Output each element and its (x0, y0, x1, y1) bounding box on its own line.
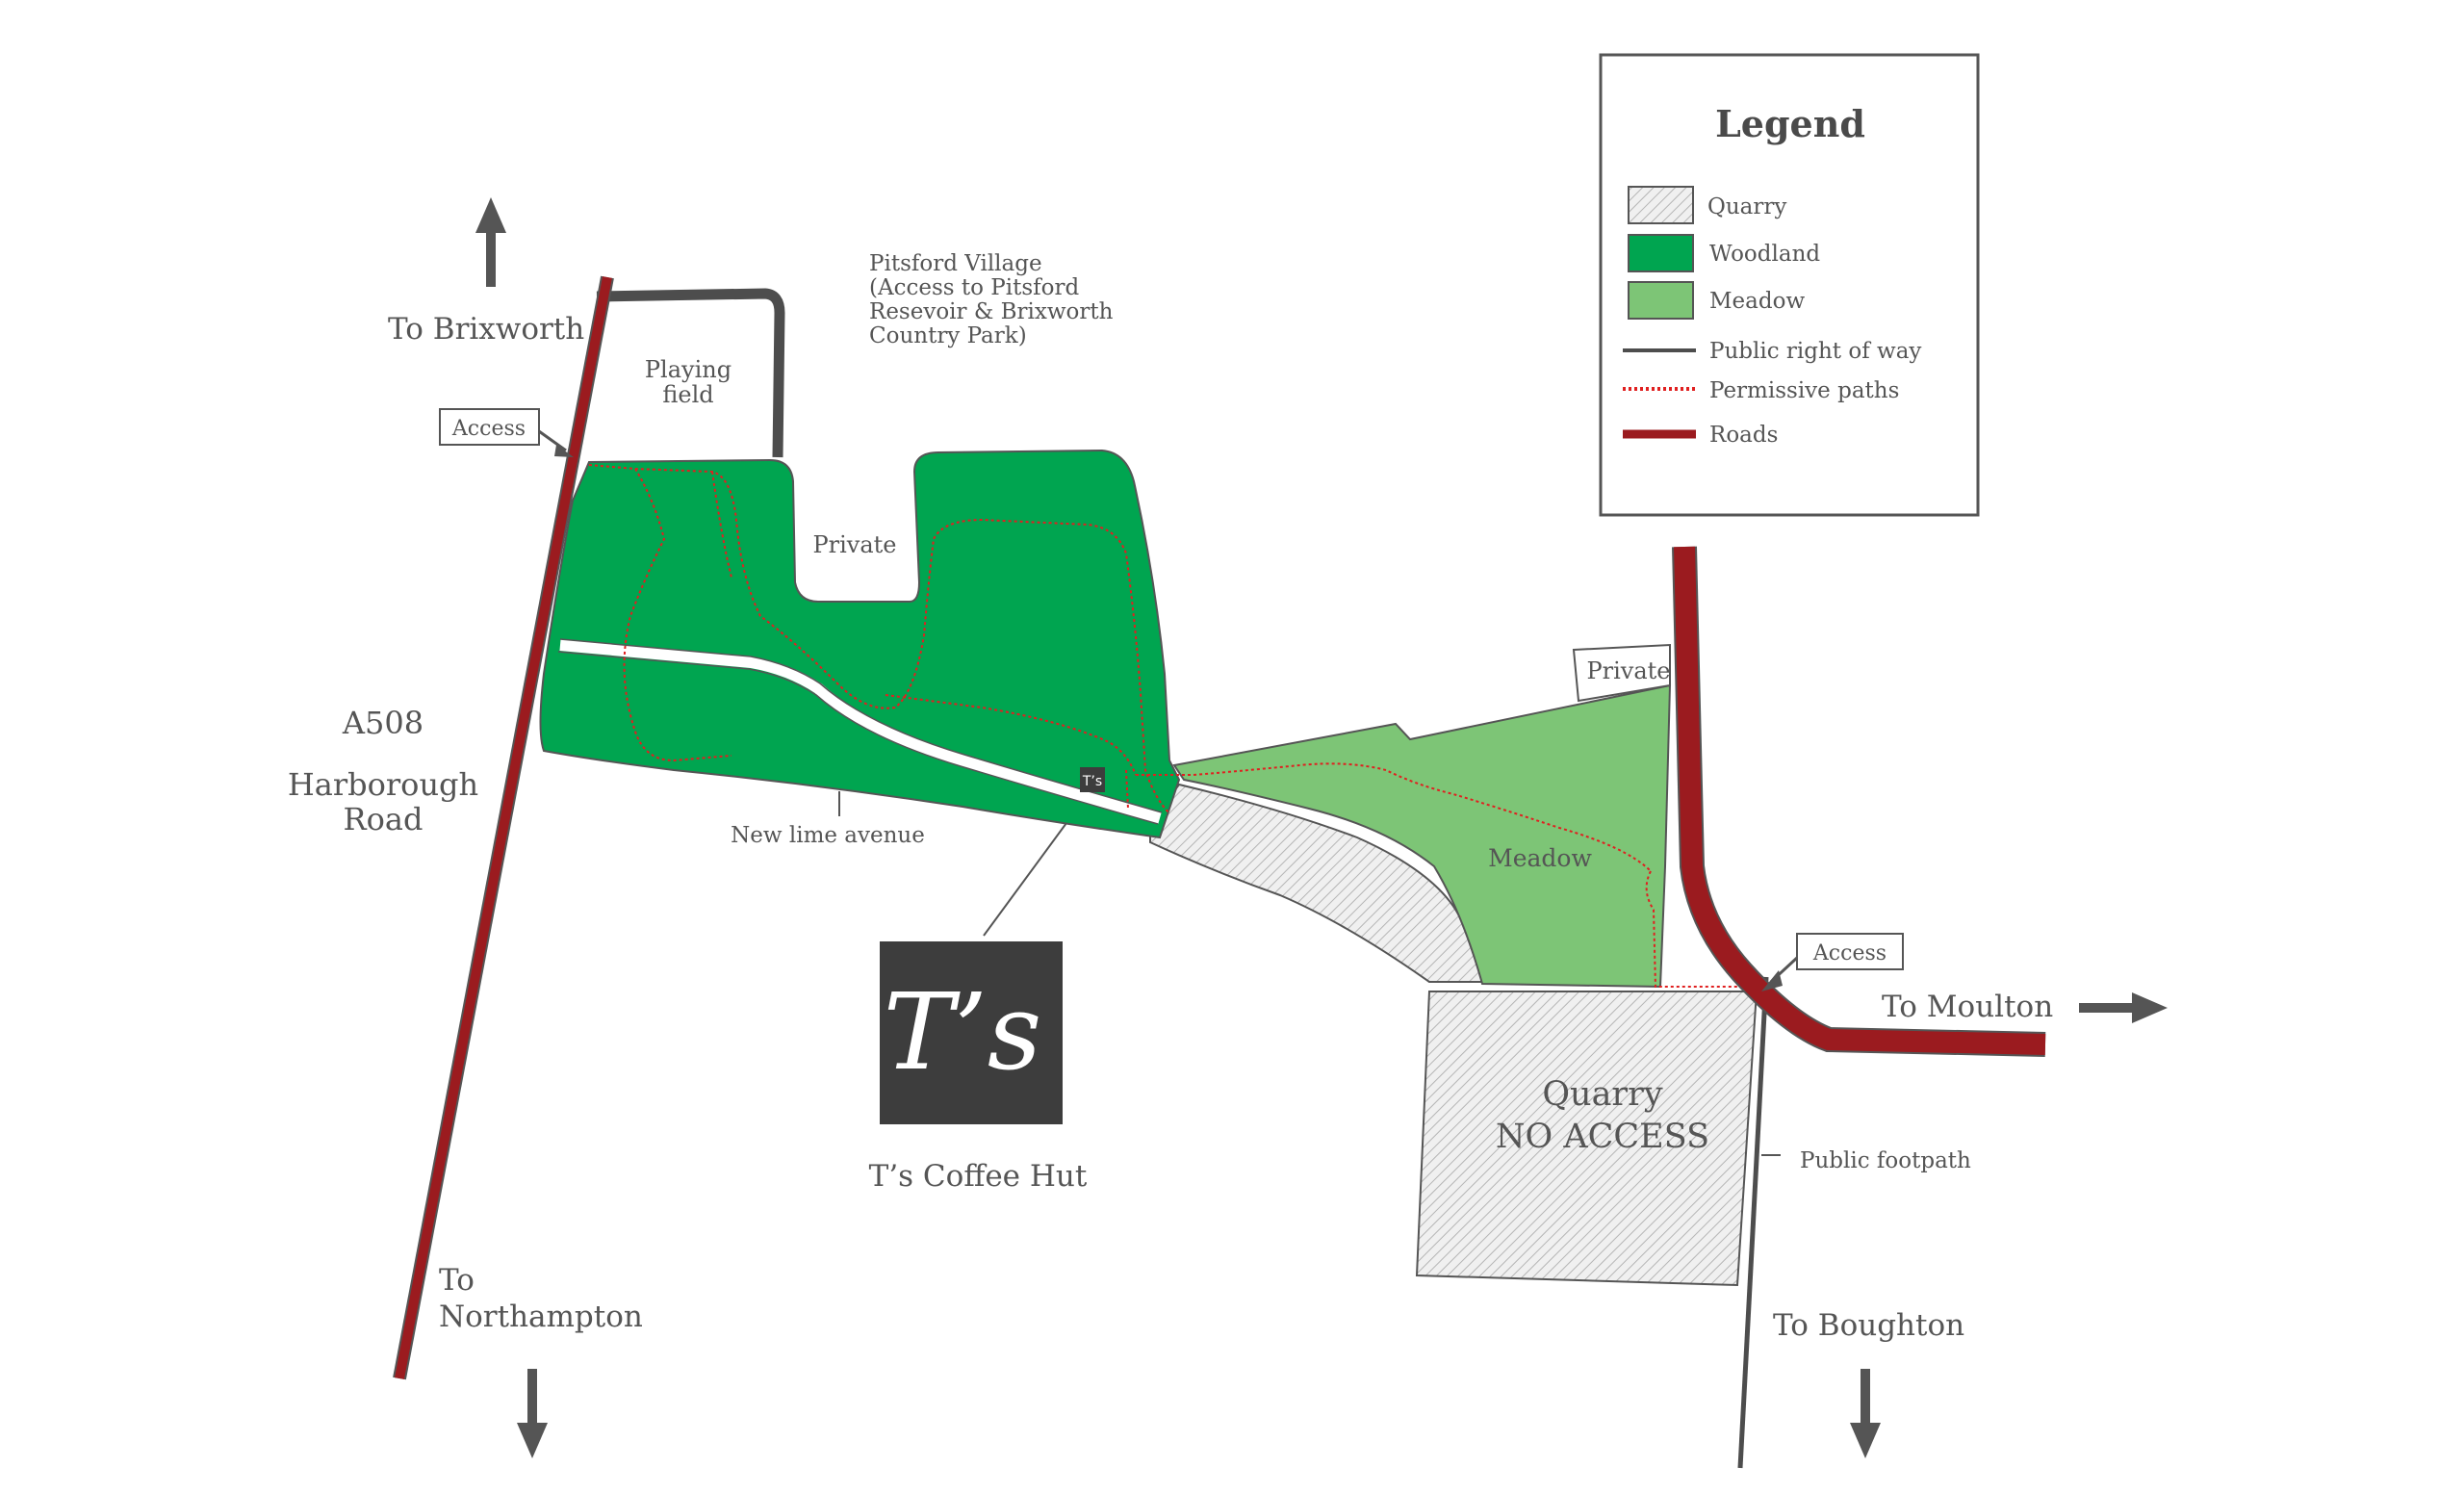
public-right-of-way-north (596, 288, 785, 458)
legend-label-permissive: Permissive paths (1709, 378, 1899, 403)
legend-label-meadow: Meadow (1709, 289, 1805, 314)
legend-label-quarry: Quarry (1707, 194, 1786, 219)
coffee-hut-marker: T’s (1080, 767, 1105, 792)
label-private-east: Private (1586, 657, 1670, 684)
legend-swatch-woodland (1628, 234, 1694, 272)
label-pitsford-4: Country Park) (869, 323, 1027, 348)
access-east-label: Access (1812, 941, 1886, 965)
svg-text:T’s: T’s (884, 970, 1042, 1094)
label-pitsford-3: Resevoir & Brixworth (869, 299, 1114, 324)
private-plot-east (1572, 643, 1671, 703)
woodland-area (539, 449, 1181, 839)
arrow-south-icon (517, 1369, 548, 1458)
label-to-northampton-1: To (439, 1263, 475, 1298)
label-a508: A508 (342, 705, 424, 741)
svg-text:T’s: T’s (1082, 774, 1102, 789)
label-private-woodland: Private (812, 531, 896, 558)
label-public-footpath: Public footpath (1800, 1148, 1971, 1173)
legend-label-roads: Roads (1709, 423, 1778, 448)
quarry-area (1415, 991, 1758, 1287)
legend-label-woodland: Woodland (1709, 242, 1820, 267)
access-west-label: Access (451, 417, 526, 441)
legend-swatch-quarry (1628, 186, 1694, 224)
coffee-hut-logo: T’s (880, 941, 1063, 1124)
label-new-lime-avenue: New lime avenue (731, 823, 925, 848)
legend-title: Legend (1715, 102, 1865, 145)
lime-avenue (559, 639, 1162, 824)
legend-swatch-meadow (1628, 281, 1694, 320)
meadow-area (1172, 683, 1672, 989)
access-east: Access (1761, 933, 1904, 991)
label-to-northampton-2: Northampton (439, 1300, 643, 1334)
label-to-moulton: To Moulton (1882, 990, 2053, 1024)
coffee-hut-pointer (983, 822, 1067, 937)
legend: Legend Quarry Woodland Meadow Public rig… (1599, 53, 1980, 517)
arrow-east-icon (2079, 992, 2168, 1023)
label-to-brixworth: To Brixworth (388, 312, 584, 347)
label-coffee-hut: T’s Coffee Hut (869, 1159, 1088, 1194)
public-footpath-line (1737, 976, 1769, 1469)
arrow-north-icon (475, 197, 506, 287)
label-pitsford-1: Pitsford Village (869, 251, 1042, 276)
label-harborough-1: Harborough (288, 766, 478, 803)
permissive-paths (588, 464, 1752, 988)
label-pitsford-2: (Access to Pitsford (869, 275, 1080, 300)
label-playing-field-2: field (662, 381, 713, 408)
label-playing-field-1: Playing (645, 356, 732, 383)
label-quarry-1: Quarry (1542, 1075, 1663, 1114)
label-quarry-2: NO ACCESS (1496, 1118, 1709, 1156)
label-to-boughton: To Boughton (1773, 1308, 1964, 1343)
label-harborough-2: Road (344, 801, 424, 837)
legend-label-right-of-way: Public right of way (1709, 339, 1921, 364)
access-west: Access (439, 408, 574, 457)
arrow-south-boughton-icon (1850, 1369, 1881, 1458)
label-meadow: Meadow (1488, 844, 1592, 872)
